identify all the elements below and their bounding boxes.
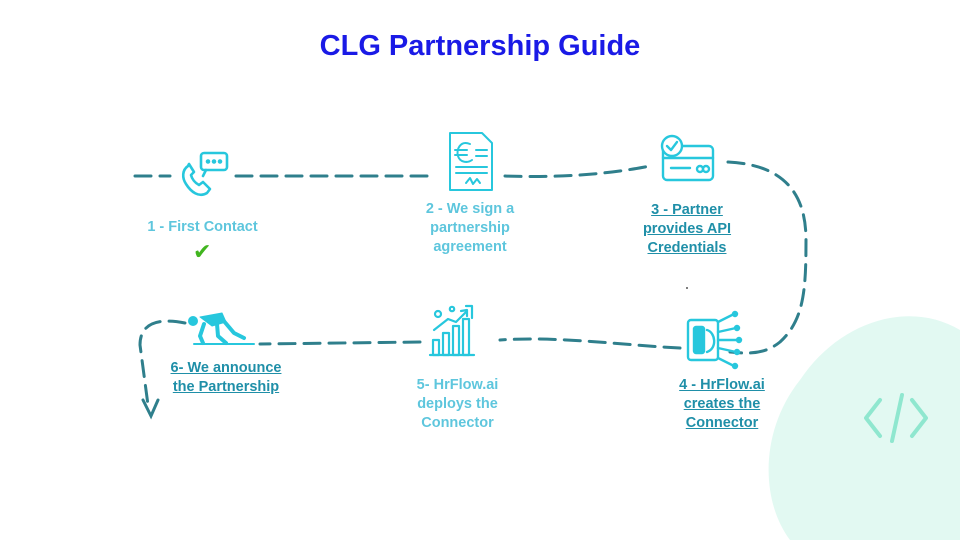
step-4-link[interactable]: 4 - HrFlow.ai creates the Connector xyxy=(679,377,765,431)
background-blob xyxy=(768,316,960,540)
ai-chip-connector-icon xyxy=(686,310,743,370)
step-6-link[interactable]: 6- We announce the Partnership xyxy=(170,360,282,395)
step-5-label: 5- HrFlow.ai deploys the Connector xyxy=(416,377,499,431)
growth-bars-icon xyxy=(428,304,476,357)
step-2-label: 2 - We sign a partnership agreement xyxy=(425,201,515,255)
sprinter-start-icon xyxy=(188,312,255,345)
credit-card-check-icon xyxy=(660,134,715,182)
contract-euro-icon xyxy=(449,132,493,191)
checkmark-icon: ✔ xyxy=(193,240,212,265)
journey-path xyxy=(133,160,808,407)
stray-dot xyxy=(686,287,688,289)
step-3-link[interactable]: 3 - Partner provides API Credentials xyxy=(642,202,732,256)
step-1-label: 1 - First Contact xyxy=(147,219,258,235)
page-title: CLG Partnership Guide xyxy=(319,30,641,62)
phone-chat-icon xyxy=(181,151,229,197)
code-brackets-icon xyxy=(864,393,928,443)
path-arrowhead xyxy=(141,398,160,420)
